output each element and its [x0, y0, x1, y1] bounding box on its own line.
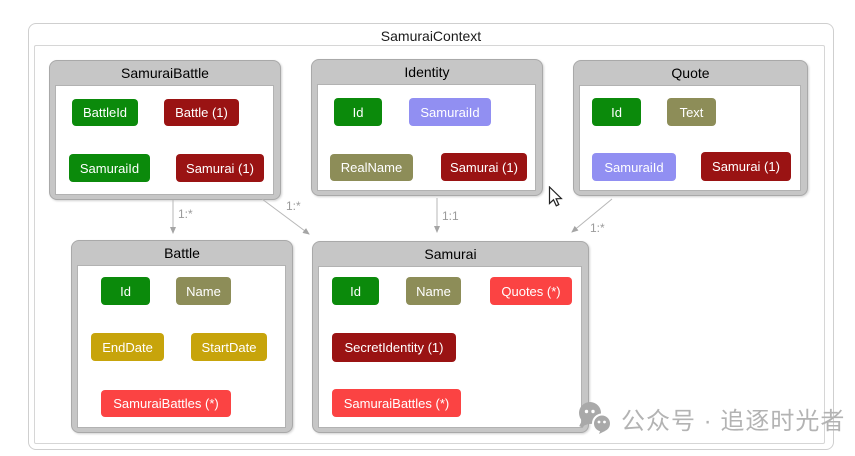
field-badge: Id [101, 277, 150, 305]
entity-title: SamuraiBattle [121, 65, 209, 81]
field-badge: Samurai (1) [441, 153, 527, 181]
wechat-icon [579, 402, 612, 434]
entity-title: Quote [671, 65, 710, 81]
field-badge: SamuraiBattles (*) [101, 390, 231, 417]
entity-samurai[interactable]: Samurai Id Name Quotes (*) SecretIdentit… [312, 241, 589, 433]
field-badge: SamuraiId [69, 154, 150, 182]
field-badge: Quotes (*) [490, 277, 572, 305]
entity-title: Samurai [424, 246, 477, 262]
entity-title: Identity [404, 64, 450, 80]
entity-quote[interactable]: Quote Id Text SamuraiId Samurai (1) [573, 60, 808, 196]
field-badge: Id [332, 277, 379, 305]
field-badge: Text [667, 98, 716, 126]
watermark-text: 公众号 · 追逐时光者 [621, 408, 846, 435]
relationship-multiplicity: 1:* [590, 221, 605, 235]
relationship-multiplicity: 1:* [178, 207, 193, 221]
field-badge: Samurai (1) [701, 152, 791, 181]
entity-identity[interactable]: Identity Id SamuraiId RealName Samurai (… [311, 59, 543, 196]
field-badge: SecretIdentity (1) [332, 333, 456, 362]
entity-battle[interactable]: Battle Id Name EndDate StartDate Samurai… [71, 240, 293, 433]
field-badge: BattleId [72, 99, 138, 126]
entity-samuraibattle[interactable]: SamuraiBattle BattleId Battle (1) Samura… [49, 60, 281, 200]
field-badge: Id [592, 98, 641, 126]
field-badge: Name [406, 277, 461, 305]
field-badge: Name [176, 277, 231, 305]
field-badge: EndDate [91, 333, 164, 361]
field-badge: Samurai (1) [176, 154, 264, 182]
field-badge: SamuraiId [592, 153, 676, 181]
field-badge: SamuraiId [409, 98, 491, 126]
watermark: 公众号 · 追逐时光者 [577, 400, 845, 437]
field-badge: SamuraiBattles (*) [332, 389, 461, 417]
field-badge: Id [334, 98, 382, 126]
field-badge: StartDate [191, 333, 267, 361]
relationship-multiplicity: 1:1 [442, 209, 459, 223]
field-badge: Battle (1) [164, 99, 239, 126]
relationship-multiplicity: 1:* [286, 199, 301, 213]
dbcontext-title: SamuraiContext [380, 28, 482, 44]
entity-title: Battle [164, 245, 200, 261]
field-badge: RealName [330, 154, 413, 181]
